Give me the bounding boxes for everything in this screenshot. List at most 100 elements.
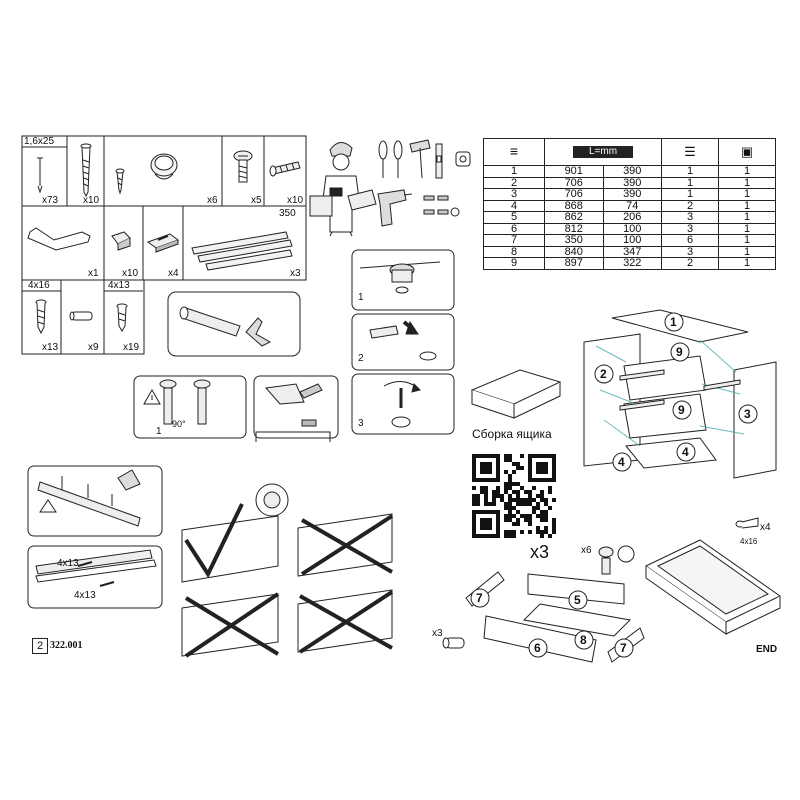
- table-cell: 7: [483, 234, 545, 247]
- table-cell: 901: [544, 165, 604, 178]
- carcass-part-3: 3: [744, 407, 751, 421]
- bolt-icon: [269, 161, 301, 177]
- carcass-part-9b: 9: [678, 403, 685, 417]
- slide-rail-icon: [35, 549, 157, 587]
- screwdriver-flat-icon: [378, 140, 388, 178]
- table-cell: 1: [718, 165, 776, 178]
- bolt-insert-icon: [369, 320, 437, 361]
- cam-step-2-label: 2: [358, 353, 364, 364]
- dowel-qty-label: x3: [432, 628, 443, 639]
- table-cell: 390: [602, 165, 662, 178]
- hammer-strike-icon: [265, 383, 323, 427]
- nail-icon: [37, 157, 43, 194]
- long-screw-icon: [80, 143, 92, 198]
- table-cell: 868: [544, 199, 604, 212]
- screw-4x16-icon: [35, 299, 47, 335]
- table-cell: 1: [718, 222, 776, 235]
- cam-qty-label: x6: [581, 545, 592, 556]
- table-cell: 1: [483, 165, 545, 178]
- spirit-level-icon: [435, 143, 443, 179]
- carcass-part-4a: 4: [618, 455, 625, 469]
- clip-icon: [111, 231, 131, 251]
- dowel-icon: [69, 311, 93, 321]
- table-cell: 812: [544, 222, 604, 235]
- table-cell: 1: [718, 234, 776, 247]
- carcass-part-1: 1: [670, 315, 677, 329]
- cross-mark-icon: [184, 514, 394, 658]
- drawer-rails-icon: [191, 231, 293, 271]
- worker-icon: [309, 142, 361, 237]
- table-cell: 1: [718, 211, 776, 224]
- screwdriver-phillips-icon: [393, 140, 403, 178]
- drawer-part-6: 6: [534, 641, 541, 655]
- cam-lock-qty: x5: [251, 195, 262, 206]
- nail-qty: x73: [42, 195, 59, 206]
- knob-icon: [150, 153, 178, 180]
- table-header-package: ▣: [718, 138, 776, 166]
- toolbox-icon: [347, 189, 377, 211]
- table-cell: 3: [483, 188, 545, 201]
- screw-4x16-size-label: 4x16: [28, 280, 50, 291]
- drawer-part-5: 5: [574, 593, 581, 607]
- screw-4x13-icon: [116, 303, 128, 332]
- tape-measure-icon: [455, 151, 471, 167]
- screw-4x13-size-label: 4x13: [108, 280, 130, 291]
- table-header-length: L=mm: [544, 138, 662, 166]
- cam-small-icon: [598, 545, 635, 575]
- screw-size-label: 4x16: [740, 537, 758, 546]
- rails-size-label: 350: [279, 208, 296, 219]
- table-cell: 1: [718, 188, 776, 201]
- table-cell: 322: [602, 257, 662, 270]
- cam-step-3-label: 3: [358, 418, 364, 429]
- cam-zoom-icon: [255, 483, 289, 517]
- level-step-label: 1: [156, 426, 162, 437]
- table-cell: 1: [718, 199, 776, 212]
- nail-size-label: 1,6x25: [24, 136, 55, 147]
- table-header-layers: ☰: [661, 138, 719, 166]
- drawer-part-7a: 7: [476, 591, 483, 605]
- short-screw-icon: [115, 168, 125, 195]
- slide-screw-label-b: 4x13: [74, 590, 96, 601]
- package-icon: ▣: [740, 143, 754, 159]
- carcass-part-2: 2: [600, 367, 607, 381]
- ruler-label: L=mm: [572, 146, 634, 158]
- angle-label: 90°: [172, 419, 186, 429]
- plate-qty: x4: [168, 268, 179, 279]
- cam-step-1-label: 1: [358, 292, 364, 303]
- table-cell: 6: [483, 222, 545, 235]
- drawer-assembly-title: Сборка ящика: [472, 427, 552, 441]
- table-cell: 2: [483, 176, 545, 189]
- table-cell: 6: [661, 234, 719, 247]
- table-cell: 862: [544, 211, 604, 224]
- table-cell: 3: [661, 222, 719, 235]
- cam-lock-icon: [233, 150, 253, 183]
- screw-small-icon: [735, 517, 759, 529]
- table-cell: 100: [602, 222, 662, 235]
- table-cell: 1: [718, 257, 776, 270]
- warning-icon: [143, 388, 161, 405]
- table-cell: 74: [602, 199, 662, 212]
- drawer-multiplier: x3: [530, 542, 550, 562]
- screw-4x16-qty: x13: [42, 342, 59, 353]
- screw-4x13-qty: x19: [123, 342, 140, 353]
- rail-assembly-icon: [37, 469, 141, 527]
- hex-key-qty: x1: [88, 268, 99, 279]
- table-cell: 9: [483, 257, 545, 270]
